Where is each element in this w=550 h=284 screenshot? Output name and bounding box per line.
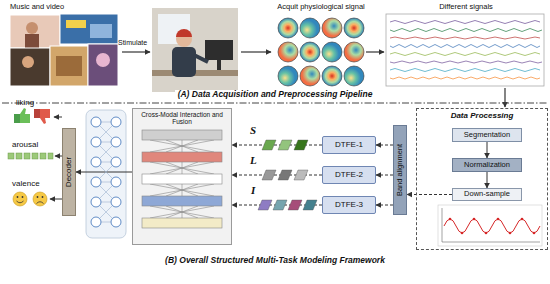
caption-label: Music and video bbox=[10, 3, 64, 12]
panel-title: Data Processing bbox=[417, 109, 547, 120]
panel-title: Cross-Modal Interaction and Fusion bbox=[133, 109, 231, 126]
feature-symbol: I bbox=[251, 184, 255, 197]
connector bbox=[376, 175, 393, 176]
section-title: (A) Data Acquisition and Preprocessing P… bbox=[175, 90, 376, 100]
box-label: DTFE-2 bbox=[335, 170, 363, 179]
connector bbox=[407, 194, 452, 195]
box-label: DTFE-3 bbox=[335, 200, 363, 209]
extractor-box: DTFE-3 bbox=[322, 196, 376, 214]
output-icons bbox=[8, 108, 53, 206]
fusion-panel: Cross-Modal Interaction and Fusion bbox=[132, 108, 232, 245]
stimulus-collage bbox=[10, 14, 118, 86]
feature-symbol: L bbox=[250, 154, 257, 167]
connector bbox=[487, 172, 488, 188]
bar-label: Decoder bbox=[64, 157, 73, 187]
output-label: valence bbox=[12, 179, 40, 188]
connector bbox=[76, 172, 132, 173]
output-label: liking bbox=[16, 98, 34, 107]
output-label: arousal bbox=[12, 140, 38, 149]
connector bbox=[376, 145, 393, 146]
neural-network bbox=[91, 117, 121, 227]
section-divider bbox=[2, 103, 548, 104]
downsample-plot bbox=[438, 205, 542, 246]
subject-photo bbox=[152, 8, 238, 92]
feature-bars bbox=[258, 140, 317, 210]
decoder-bar: Decoder bbox=[62, 128, 76, 216]
eeg-topomaps bbox=[278, 18, 364, 86]
box-label: DTFE-1 bbox=[335, 140, 363, 149]
connector bbox=[487, 142, 488, 158]
network-panel bbox=[86, 110, 126, 238]
box-label: Down-sample bbox=[464, 190, 510, 199]
processing-panel: Data ProcessingSegmentationNormalization… bbox=[416, 108, 548, 250]
process-box: Down-sample bbox=[452, 188, 522, 201]
connector bbox=[232, 175, 322, 176]
process-box: Normalization bbox=[452, 158, 522, 172]
extractor-box: DTFE-2 bbox=[322, 166, 376, 184]
box-label: Normalization bbox=[464, 161, 510, 170]
box-label: Segmentation bbox=[464, 131, 510, 140]
alignment-bar: Band alignment bbox=[393, 125, 407, 215]
connector bbox=[376, 205, 393, 206]
caption-label: Different signals bbox=[439, 3, 493, 12]
signal-traces bbox=[386, 14, 544, 86]
section-title: (B) Overall Structured Multi-Task Modeli… bbox=[162, 256, 388, 266]
decoder-outputs bbox=[50, 117, 62, 199]
bar-label: Band alignment bbox=[396, 144, 405, 196]
arrow-label: Stimulate bbox=[118, 39, 147, 47]
caption-label: Acquit physiological signal bbox=[277, 3, 365, 12]
process-box: Segmentation bbox=[452, 128, 522, 142]
extractor-box: DTFE-1 bbox=[322, 136, 376, 154]
fusion-layers bbox=[132, 108, 232, 245]
connector bbox=[232, 145, 322, 146]
feature-symbol: S bbox=[250, 124, 256, 137]
